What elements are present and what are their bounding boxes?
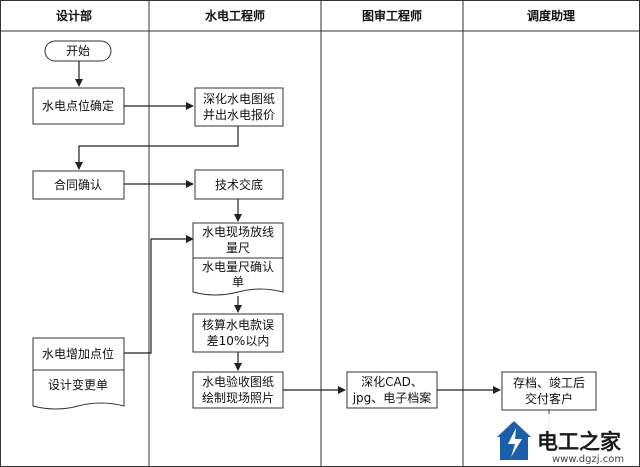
site-measure-line2: 量尺: [226, 241, 250, 255]
contract-box: [32, 170, 125, 200]
contract-label: 合同确认: [54, 177, 102, 192]
calc-check-line2: 差10%以内: [207, 334, 270, 348]
lane-header-plumbing-engineer: 水电工程师: [205, 8, 265, 23]
connectors: [75, 61, 550, 440]
watermark-brand: 电工之家: [537, 430, 622, 454]
lane-header-design: 设计部: [56, 8, 92, 23]
deepen-drawing-box: [194, 87, 284, 127]
cad-archive-line1: 深化CAD、: [361, 375, 423, 389]
acceptance-line1: 水电验收图纸: [202, 374, 274, 389]
watermark: 电工之家 www.dgzj.com: [488, 414, 638, 466]
deepen-drawing-line1: 深化水电图纸: [203, 92, 275, 106]
start-label: 开始: [66, 44, 90, 58]
calc-check-line1: 核算水电款误: [202, 317, 274, 332]
arrow-deepen-to-contract: [75, 126, 239, 170]
cad-archive-box: [346, 371, 438, 409]
watermark-url: www.dgzj.com: [552, 454, 624, 465]
archive-delivery-box: [501, 371, 597, 411]
add-points-label: 水电增加点位: [42, 346, 114, 361]
lightning-house-logo-icon: [497, 421, 531, 460]
tech-briefing-label: 技术交底: [215, 177, 263, 192]
design-change-label: 设计变更单: [48, 377, 108, 392]
locate-points-box: [32, 87, 125, 125]
acceptance-line2: 绘制现场照片: [202, 390, 274, 405]
archive-delivery-line1: 存档、竣工后: [513, 375, 585, 390]
calc-check-box: [192, 313, 284, 353]
site-measure-line1: 水电现场放线: [202, 224, 274, 239]
deepen-drawing-line2: 并出水电报价: [203, 107, 275, 122]
measure-confirm-line2: 单: [232, 275, 244, 289]
design-change-document: [32, 369, 125, 410]
acceptance-box: [192, 371, 284, 409]
lane-header-review-engineer: 图审工程师: [362, 8, 422, 23]
start-terminator: [44, 40, 112, 62]
lane-header-dispatch-assistant: 调度助理: [527, 8, 575, 23]
archive-delivery-line2: 交付客户: [525, 391, 573, 406]
cad-archive-line2: jpg、电子档案: [352, 390, 432, 405]
measure-confirm-document: [192, 257, 284, 296]
tech-briefing-box: [194, 169, 284, 200]
locate-points-label: 水电点位确定: [42, 98, 114, 113]
arrow-addpoint-to-measure: [124, 235, 194, 354]
measure-confirm-line1: 水电量尺确认: [202, 260, 274, 274]
